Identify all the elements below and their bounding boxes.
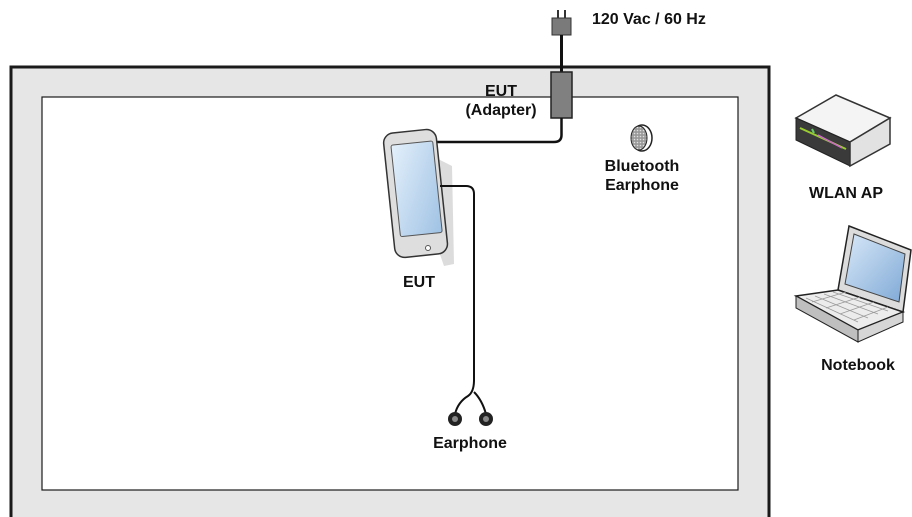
adapter-cable <box>411 118 563 147</box>
tablet-icon <box>382 128 454 266</box>
notebook-icon <box>793 224 912 343</box>
adapter-label-line2: (Adapter) <box>465 102 537 119</box>
wlan-ap-label: WLAN AP <box>808 185 884 202</box>
notebook-label: Notebook <box>821 357 895 374</box>
earphone-label: Earphone <box>433 435 507 452</box>
bluetooth-label-line2: Earphone <box>605 177 679 194</box>
plug-icon <box>551 10 572 36</box>
earphone-cable <box>440 185 487 415</box>
bluetooth-earphone-icon <box>630 124 653 152</box>
bluetooth-label-line1: Bluetooth <box>604 158 680 175</box>
power-label: 120 Vac / 60 Hz <box>592 11 706 28</box>
earphone-icon <box>448 412 493 426</box>
adapter-icon <box>550 71 573 119</box>
wlan-ap-icon <box>794 94 892 168</box>
adapter-label: EUT (Adapter) <box>456 82 546 120</box>
adapter-label-line1: EUT <box>485 83 517 100</box>
eut-label: EUT <box>403 274 435 291</box>
bluetooth-earphone-label: Bluetooth Earphone <box>596 157 688 195</box>
